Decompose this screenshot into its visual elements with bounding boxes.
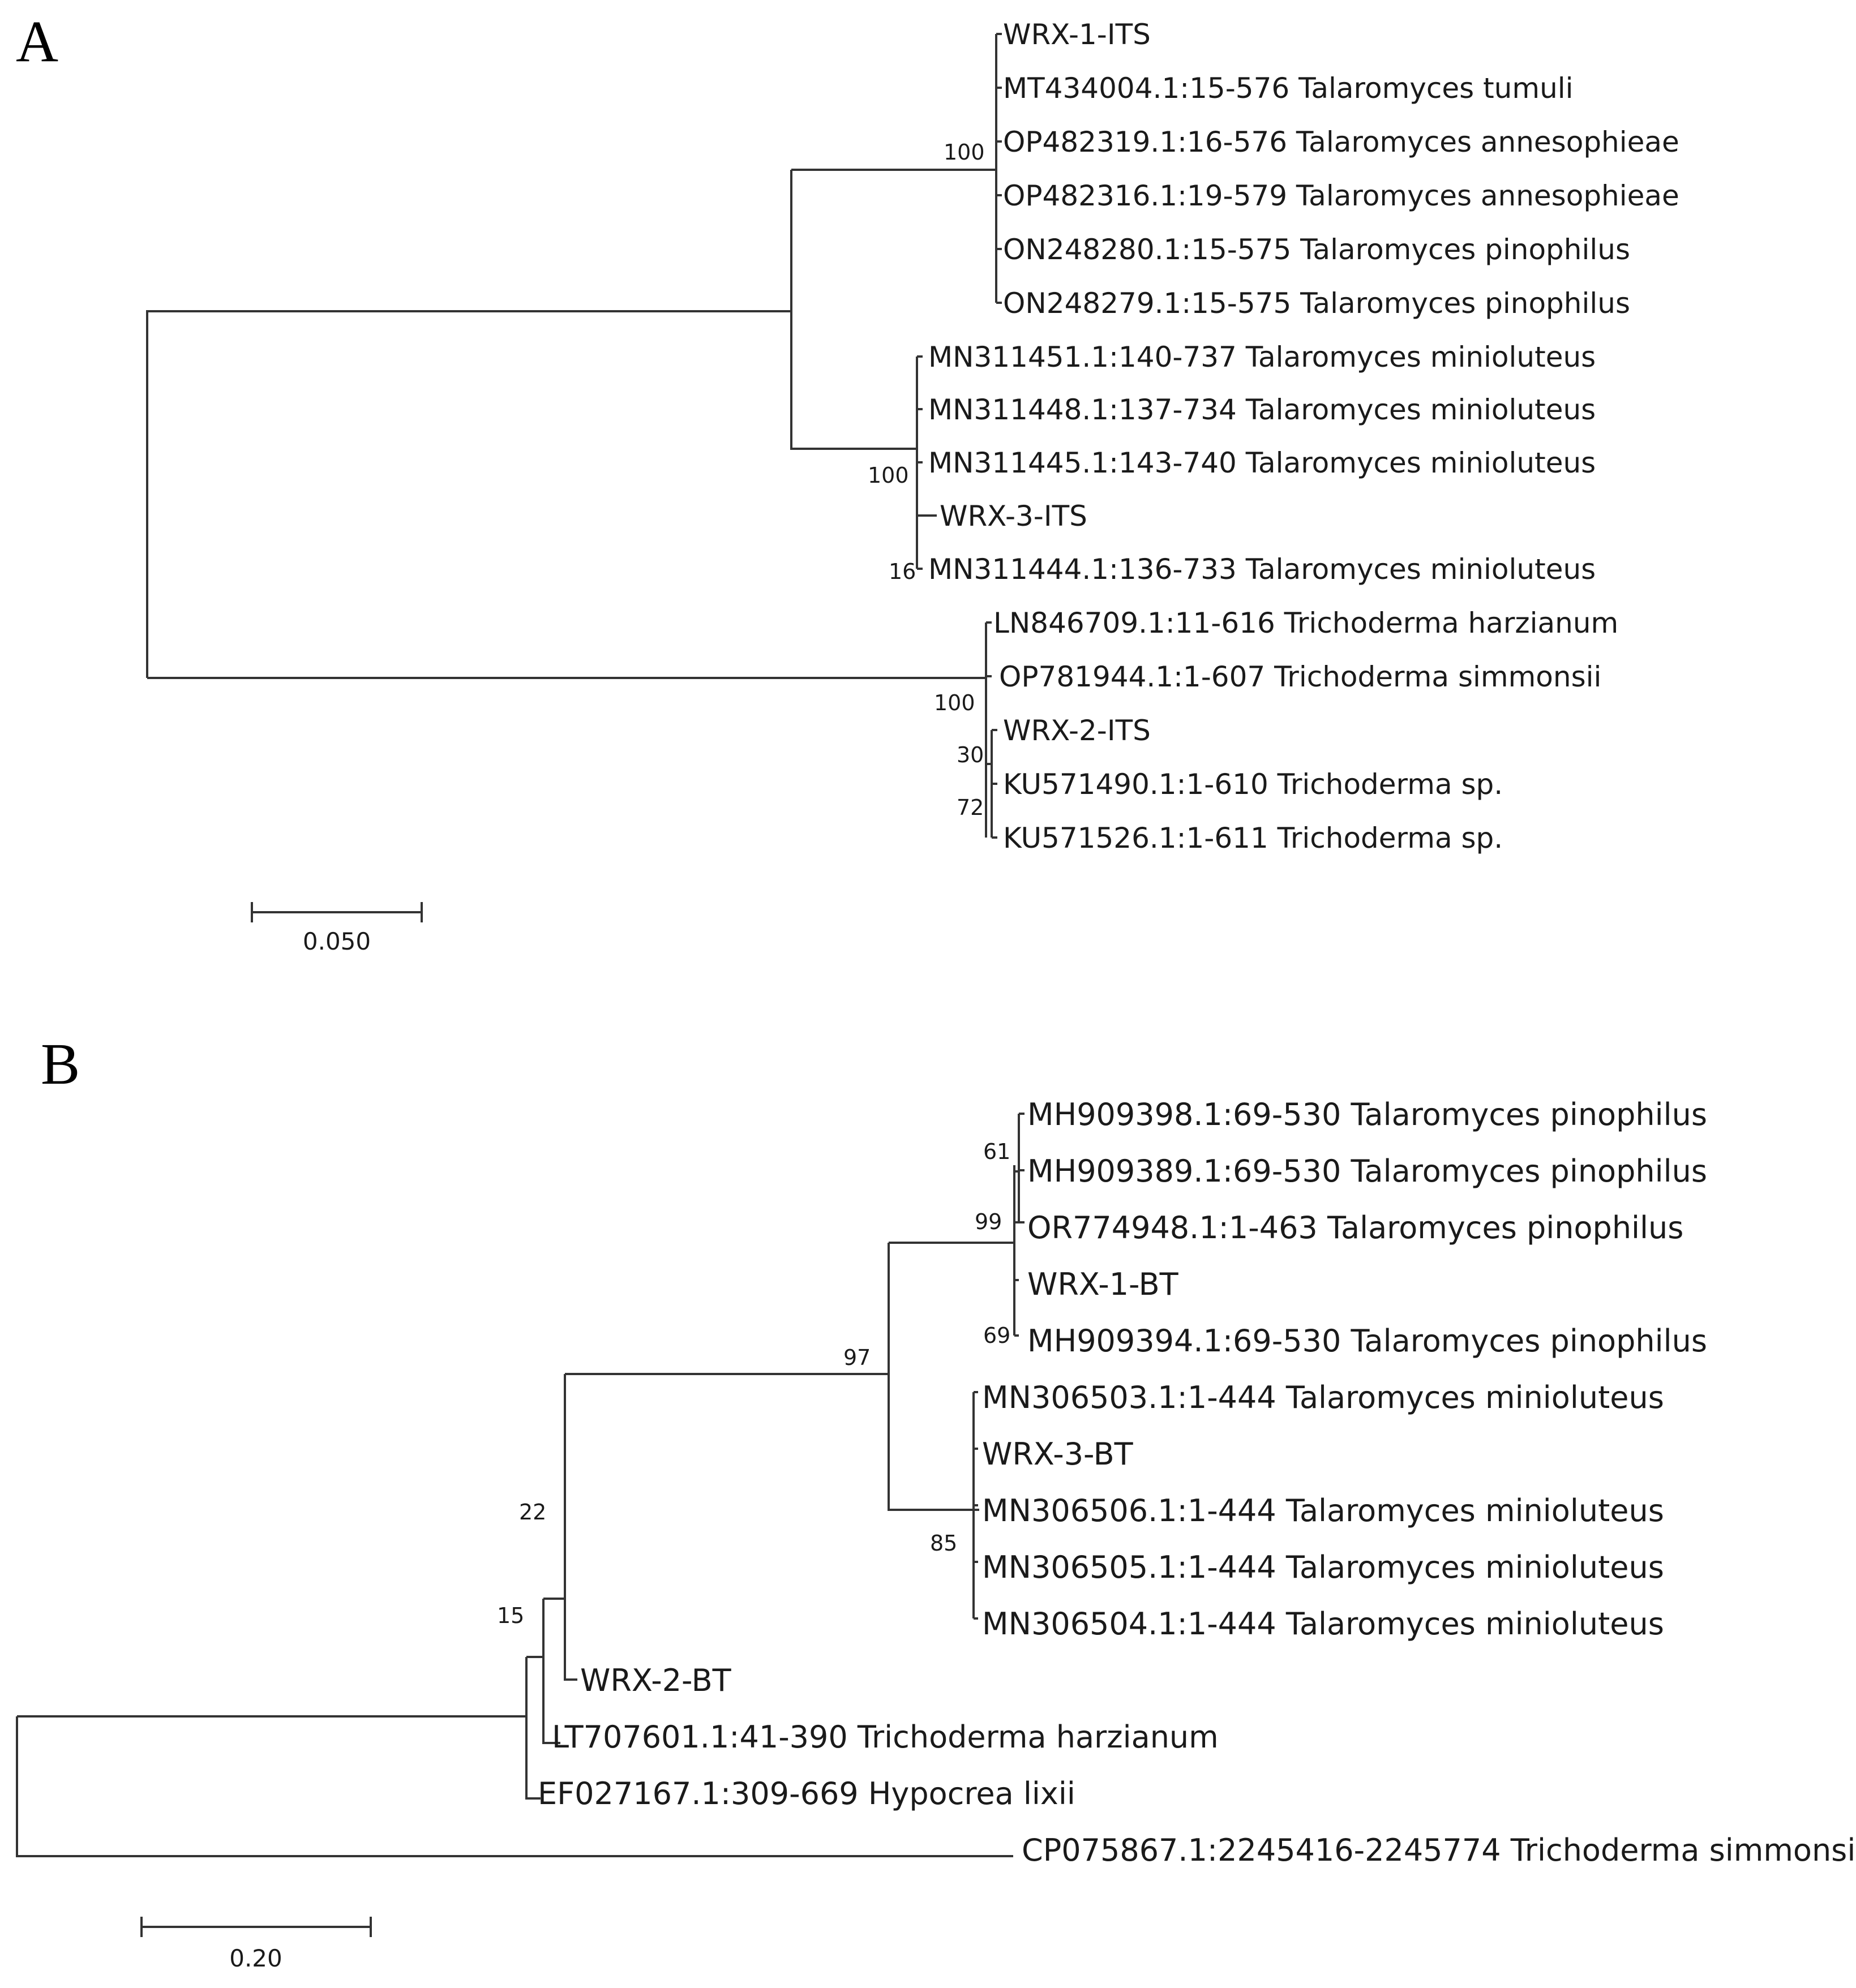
scale-bar-label: 0.20	[229, 1944, 282, 1972]
bootstrap-value: 15	[497, 1603, 524, 1628]
bootstrap-value: 61	[983, 1139, 1010, 1164]
panel-a-tree: A WRX-1-ITS MT434004.1:15-576 Talaromyce…	[16, 9, 1679, 955]
bootstrap-value: 30	[957, 742, 984, 767]
leaf-label: LT707601.1:41-390 Trichoderma harzianum	[552, 1719, 1219, 1755]
bootstrap-value: 100	[868, 463, 909, 488]
panel-b-branches	[16, 1113, 1025, 1857]
leaf-label: MH909398.1:69-530 Talaromyces pinophilus	[1027, 1097, 1707, 1132]
bootstrap-value: 72	[957, 795, 984, 820]
leaf-label: MT434004.1:15-576 Talaromyces tumuli	[1003, 72, 1574, 105]
bootstrap-value: 97	[843, 1345, 871, 1370]
panel-b-tree: B MH909398.1:69-530 Talaromyces pinophil…	[16, 1032, 1856, 1972]
leaf-label: MN306504.1:1-444 Talaromyces minioluteus	[982, 1606, 1664, 1642]
leaf-label: CP075867.1:2245416-2245774 Trichoderma s…	[1022, 1832, 1856, 1868]
leaf-label: MN311444.1:136-733 Talaromyces miniolute…	[928, 553, 1596, 586]
bootstrap-value: 100	[934, 690, 975, 715]
leaf-label: WRX-1-BT	[1027, 1266, 1179, 1302]
leaf-label: WRX-3-BT	[982, 1436, 1134, 1472]
bootstrap-value: 85	[930, 1531, 957, 1556]
leaf-label: MN311448.1:137-734 Talaromyces miniolute…	[928, 393, 1596, 426]
leaf-label: WRX-2-ITS	[1003, 714, 1151, 747]
panel-a-label: A	[16, 9, 58, 74]
leaf-label: ON248279.1:15-575 Talaromyces pinophilus	[1003, 287, 1630, 320]
bootstrap-value: 16	[889, 559, 916, 584]
leaf-label: MN306506.1:1-444 Talaromyces minioluteus	[982, 1493, 1664, 1528]
leaf-label: OP482319.1:16-576 Talaromyces annesophie…	[1003, 126, 1679, 158]
leaf-label: EF027167.1:309-669 Hypocrea lixii	[538, 1776, 1075, 1811]
leaf-label: ON248280.1:15-575 Talaromyces pinophilus	[1003, 233, 1630, 266]
leaf-label: MH909394.1:69-530 Talaromyces pinophilus	[1027, 1323, 1707, 1359]
panel-a-branches	[146, 33, 1002, 839]
leaf-label: MN311445.1:143-740 Talaromyces miniolute…	[928, 446, 1596, 479]
leaf-label: OR774948.1:1-463 Talaromyces pinophilus	[1027, 1210, 1683, 1246]
bootstrap-value: 99	[975, 1209, 1002, 1234]
leaf-label: WRX-3-ITS	[940, 500, 1087, 533]
bootstrap-value: 69	[983, 1323, 1010, 1348]
leaf-label: OP781944.1:1-607 Trichoderma simmonsii	[999, 660, 1601, 693]
leaf-label: KU571526.1:1-611 Trichoderma sp.	[1003, 822, 1503, 855]
leaf-label: MN311451.1:140-737 Talaromyces miniolute…	[928, 341, 1596, 373]
scale-bar-a: 0.050	[251, 902, 423, 955]
scale-bar-label: 0.050	[303, 928, 371, 955]
leaf-label: KU571490.1:1-610 Trichoderma sp.	[1003, 768, 1503, 801]
leaf-label: OP482316.1:19-579 Talaromyces annesophie…	[1003, 179, 1679, 212]
bootstrap-value: 22	[519, 1500, 546, 1525]
leaf-label: WRX-2-BT	[580, 1663, 732, 1698]
bootstrap-value: 100	[944, 140, 985, 165]
leaf-label: MH909389.1:69-530 Talaromyces pinophilus	[1027, 1153, 1707, 1189]
leaf-label: MN306505.1:1-444 Talaromyces minioluteus	[982, 1549, 1664, 1585]
leaf-label: WRX-1-ITS	[1003, 18, 1151, 51]
scale-bar-b: 0.20	[140, 1917, 372, 1972]
panel-b-label: B	[41, 1032, 80, 1097]
leaf-label: MN306503.1:1-444 Talaromyces minioluteus	[982, 1380, 1664, 1415]
leaf-label: LN846709.1:11-616 Trichoderma harzianum	[993, 607, 1618, 639]
